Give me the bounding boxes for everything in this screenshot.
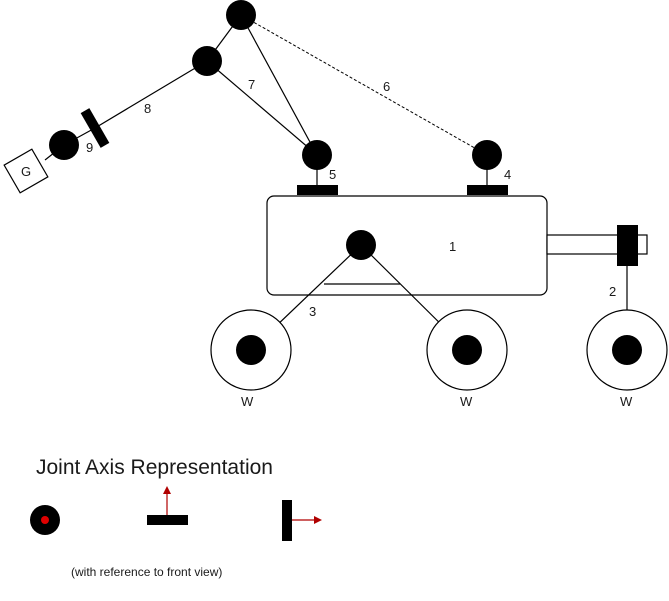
- label-link-4: 4: [504, 167, 511, 182]
- label-link-7: 7: [248, 77, 255, 92]
- link-6-dashed: [240, 14, 488, 156]
- label-link-2: 2: [609, 284, 616, 299]
- link-8: [94, 60, 208, 129]
- joint-top: [226, 0, 256, 30]
- rocker-joint: [346, 230, 376, 260]
- joint-5: [302, 140, 332, 170]
- wheel-right-hub: [612, 335, 642, 365]
- link-7-upper: [240, 14, 318, 156]
- label-link-1: 1: [449, 239, 456, 254]
- label-link-6: 6: [383, 79, 390, 94]
- wrist-plate: [80, 108, 110, 148]
- joint-4: [472, 140, 502, 170]
- legend-note: (with reference to front view): [71, 565, 222, 579]
- label-link-3: 3: [309, 304, 316, 319]
- legend-axis-horizontal-plate-icon: [282, 500, 292, 541]
- label-link-5: 5: [329, 167, 336, 182]
- legend-title: Joint Axis Representation: [36, 456, 273, 479]
- wheel-label-left: W: [241, 394, 254, 409]
- wheel-label-right: W: [620, 394, 633, 409]
- label-link-9: 9: [86, 140, 93, 155]
- wheel-middle-hub: [452, 335, 482, 365]
- link-7-lower: [206, 60, 318, 156]
- joint-5-base-plate: [297, 185, 338, 195]
- rover-body: [266, 195, 548, 296]
- joint-wrist: [49, 130, 79, 160]
- gripper-label: G: [21, 164, 31, 179]
- legend-axis-out-of-page-dot: [41, 516, 49, 524]
- label-link-8: 8: [144, 101, 151, 116]
- joint-shoulder: [192, 46, 222, 76]
- joint-4-base-plate: [467, 185, 508, 195]
- legend-axis-vertical-plate-icon: [147, 515, 188, 525]
- wheel-left-hub: [236, 335, 266, 365]
- wheel-label-middle: W: [460, 394, 473, 409]
- gripper-box: [3, 148, 49, 194]
